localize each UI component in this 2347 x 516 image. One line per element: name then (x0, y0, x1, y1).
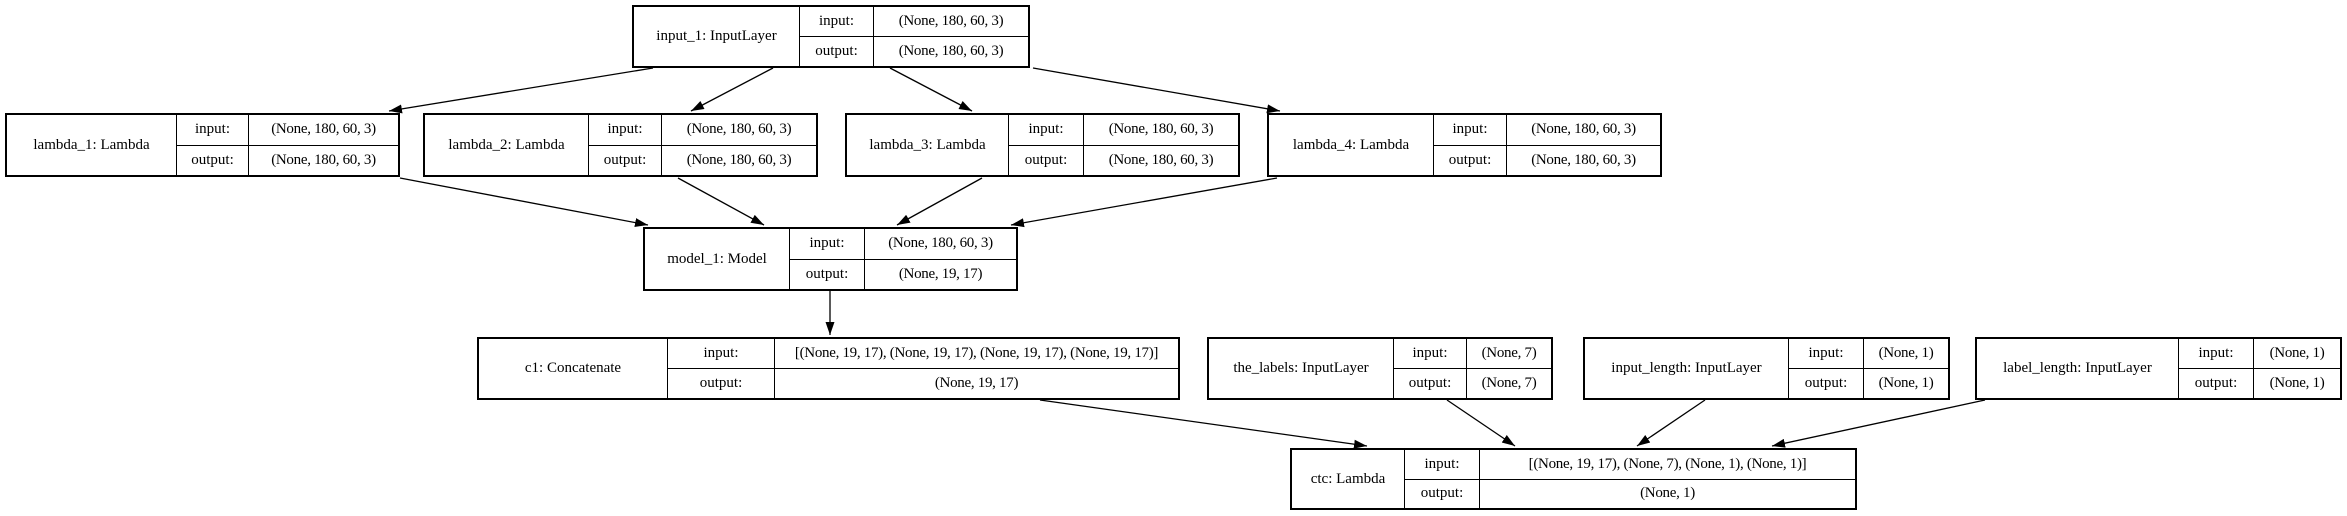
edge-input_length-ctc (1636, 399, 1706, 447)
node-name: the_labels: InputLayer (1209, 339, 1394, 398)
output-label: output: (1405, 479, 1480, 508)
output-shape: (None, 1) (1640, 485, 1695, 502)
input-shape: (None, 180, 60, 3) (888, 235, 993, 252)
edge-input_1-lambda_4 (1032, 67, 1281, 114)
output-label: output: (1789, 369, 1864, 398)
edge-input_1-lambda_2 (690, 67, 774, 112)
edge-input_1-lambda_1 (388, 67, 654, 114)
node-label_length: label_length: InputLayer input: (None, 1… (1975, 337, 2342, 400)
input-label: input: (1434, 115, 1507, 145)
input-label: input: (177, 115, 249, 145)
output-label: output: (589, 145, 662, 175)
node-name: lambda_2: Lambda (425, 115, 589, 175)
input-label: input: (1394, 339, 1467, 368)
input-shape: (None, 180, 60, 3) (1108, 121, 1214, 138)
input-label: input: (589, 115, 662, 145)
input-label: input: (1789, 339, 1864, 368)
input-label: input: (800, 7, 874, 36)
output-shape: (None, 180, 60, 3) (1531, 151, 1636, 168)
edge-lambda_3-model_1 (896, 177, 983, 226)
node-name: ctc: Lambda (1292, 450, 1405, 508)
output-shape: (None, 7) (1481, 375, 1537, 391)
input-shape: (None, 1) (2269, 345, 2325, 361)
node-name: model_1: Model (645, 229, 790, 289)
node-lambda_1: lambda_1: Lambda input: (None, 180, 60, … (5, 113, 400, 177)
input-shape: (None, 180, 60, 3) (898, 13, 1004, 29)
node-lambda_4: lambda_4: Lambda input: (None, 180, 60, … (1267, 113, 1662, 177)
node-name: lambda_3: Lambda (847, 115, 1009, 175)
output-shape: (None, 1) (1878, 375, 1934, 391)
input-shape: [(None, 19, 17), (None, 19, 17), (None, … (794, 345, 1159, 361)
input-shape: (None, 180, 60, 3) (686, 121, 792, 138)
output-shape: (None, 1) (2269, 375, 2325, 391)
output-label: output: (1434, 145, 1507, 175)
edge-lambda_1-model_1 (399, 177, 649, 228)
edge-lambda_2-model_1 (677, 177, 765, 226)
input-shape: (None, 180, 60, 3) (271, 121, 376, 138)
input-label: input: (790, 229, 865, 259)
edge-lambda_4-model_1 (1010, 177, 1278, 228)
output-label: output: (2179, 369, 2254, 398)
output-shape: (None, 19, 17) (934, 375, 1019, 391)
edge-input_1-lambda_3 (889, 67, 973, 112)
output-shape: (None, 19, 17) (898, 265, 983, 282)
node-model_1: model_1: Model input: (None, 180, 60, 3)… (643, 227, 1018, 291)
output-label: output: (177, 145, 249, 175)
node-name: input_length: InputLayer (1585, 339, 1789, 398)
node-lambda_2: lambda_2: Lambda input: (None, 180, 60, … (423, 113, 818, 177)
input-shape: (None, 7) (1481, 345, 1537, 361)
output-label: output: (790, 259, 865, 289)
node-lambda_3: lambda_3: Lambda input: (None, 180, 60, … (845, 113, 1240, 177)
node-name: c1: Concatenate (479, 339, 668, 398)
output-shape: (None, 180, 60, 3) (898, 43, 1004, 59)
output-shape: (None, 180, 60, 3) (271, 151, 376, 168)
edge-label_length-ctc (1771, 399, 1986, 448)
node-name: input_1: InputLayer (634, 7, 800, 66)
output-shape: (None, 180, 60, 3) (1108, 151, 1214, 168)
node-name: lambda_4: Lambda (1269, 115, 1434, 175)
input-label: input: (668, 339, 775, 368)
input-label: input: (2179, 339, 2254, 368)
node-the_labels: the_labels: InputLayer input: (None, 7) … (1207, 337, 1553, 400)
node-input_1: input_1: InputLayer input: (None, 180, 6… (632, 5, 1030, 68)
edge-the_labels-ctc (1446, 399, 1516, 447)
output-label: output: (800, 37, 874, 66)
input-shape: (None, 180, 60, 3) (1531, 121, 1636, 138)
node-c1: c1: Concatenate input: [(None, 19, 17), … (477, 337, 1180, 400)
node-ctc: ctc: Lambda input: [(None, 19, 17), (Non… (1290, 448, 1857, 510)
output-label: output: (668, 369, 775, 398)
node-name: label_length: InputLayer (1977, 339, 2179, 398)
input-label: input: (1009, 115, 1084, 145)
output-shape: (None, 180, 60, 3) (686, 151, 792, 168)
input-shape: (None, 1) (1878, 345, 1934, 361)
node-input_length: input_length: InputLayer input: (None, 1… (1583, 337, 1950, 400)
output-label: output: (1009, 145, 1084, 175)
input-shape: [(None, 19, 17), (None, 7), (None, 1), (… (1528, 455, 1807, 472)
node-name: lambda_1: Lambda (7, 115, 177, 175)
edge-c1-ctc (1039, 399, 1368, 449)
output-label: output: (1394, 369, 1467, 398)
input-label: input: (1405, 450, 1480, 479)
